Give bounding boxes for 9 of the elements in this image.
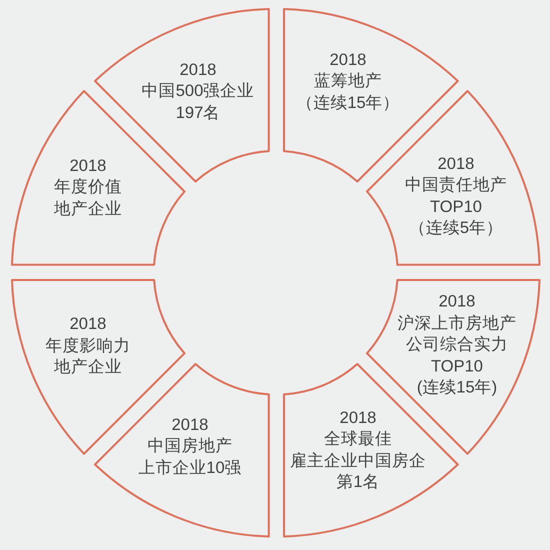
award-text: 2018 全球最佳雇主企业中国房企第1名 [290,408,426,494]
award-text: 2018 年度影响力地产企业 [45,314,130,378]
ring-segment [366,90,541,266]
award-text: 2018 蓝筹地产（连续15年） [296,50,400,114]
award-text: 2018 沪深上市房地产公司综合实力 TOP10 (连续15年) [397,291,516,398]
award-text: 2018 中国房地产上市企业10强 [138,414,242,479]
award-text: 2018 中国责任地产 TOP10 （连续5年） [404,154,507,240]
award-text: 2018 中国500强企业 197名 [142,60,254,124]
award-text: 2018 年度价值地产企业 [54,156,122,220]
